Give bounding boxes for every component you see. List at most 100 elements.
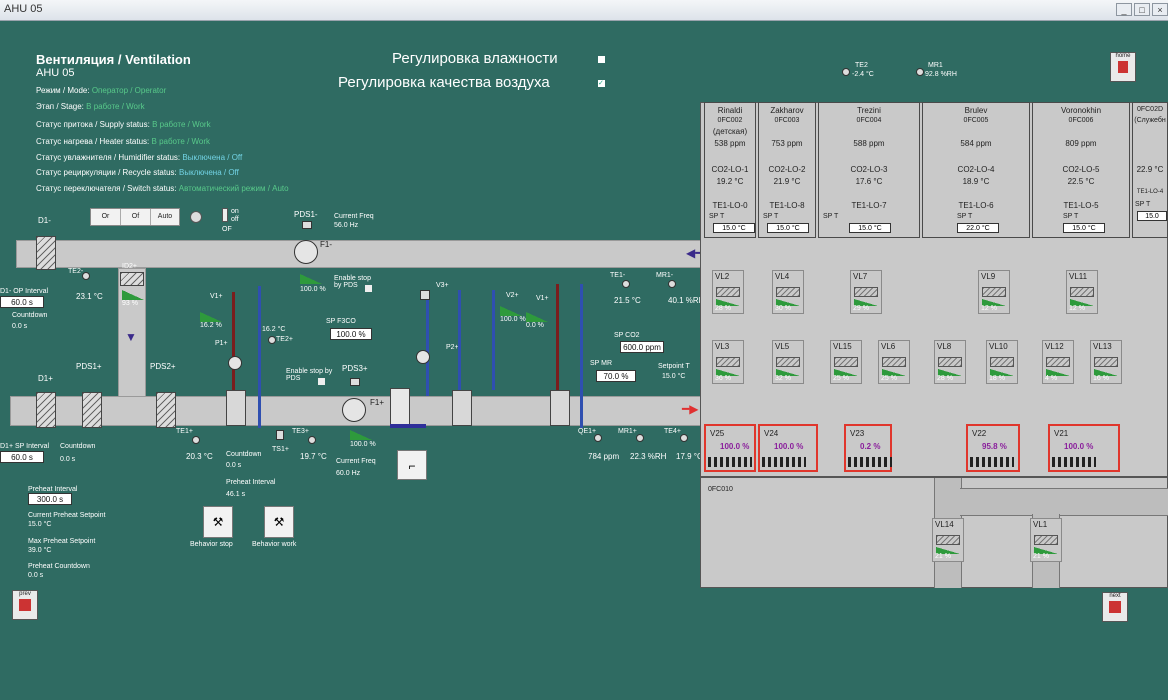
- exhaust-te1-sensor-icon: [622, 280, 630, 288]
- id2-damper-icon[interactable]: [120, 272, 144, 286]
- room-rinaldi[interactable]: Rinaldi 0FC002 (детская) 538 ppm CO2-LO-…: [704, 102, 756, 238]
- exhaust-freq-label: Current Freq: [334, 213, 374, 220]
- supply-te1-label: TE1+: [176, 428, 193, 435]
- next-nav-button[interactable]: next: [1102, 592, 1128, 622]
- mode-button-auto[interactable]: Auto: [151, 209, 179, 225]
- switch-state-label: OF: [222, 226, 232, 233]
- behavior-work-button[interactable]: ⚒: [264, 506, 294, 538]
- air-quality-control-checkbox[interactable]: ✓: [598, 80, 605, 87]
- vav-unit[interactable]: V21 100.0 %: [1048, 424, 1120, 472]
- gauge-icon[interactable]: [190, 211, 202, 223]
- exhaust-damper-icon[interactable]: [36, 236, 56, 270]
- reheater-coil-icon[interactable]: [550, 390, 570, 426]
- damper-level-icon: [716, 369, 740, 376]
- room-trezini[interactable]: Trezini 0FC004 588 ppm CO2-LO-3 17.6 °C …: [818, 102, 920, 238]
- on-off-switch[interactable]: [222, 208, 228, 222]
- supply-damper-icon[interactable]: [36, 392, 56, 428]
- exhaust-te2-label: TE2-: [68, 268, 84, 275]
- maximize-button[interactable]: □: [1134, 3, 1150, 16]
- exhaust-fan-icon[interactable]: [294, 240, 318, 264]
- room-service[interactable]: 0FC02D (Служебн 22.9 °C TE1-LO-4 SP T 15…: [1132, 102, 1168, 238]
- preheater-coil-icon[interactable]: [226, 390, 246, 426]
- damper-icon: [776, 287, 800, 297]
- room-code: 0FC006: [1068, 117, 1094, 124]
- preheat-interval-value[interactable]: 300.0 s: [28, 493, 72, 505]
- cooler-coil-icon[interactable]: [452, 390, 472, 426]
- room-brulev[interactable]: Brulev 0FC005 584 ppm CO2-LO-4 18.9 °C T…: [922, 102, 1030, 238]
- prev-nav-button[interactable]: prev: [12, 590, 38, 620]
- exhaust-enable-stop-checkbox[interactable]: [365, 285, 372, 292]
- room-voronokhin[interactable]: Voronokhin 0FC006 809 ppm CO2-LO-5 22.5 …: [1032, 102, 1130, 238]
- supply-enable-stop-checkbox[interactable]: [318, 378, 325, 385]
- humidifier-icon[interactable]: [390, 388, 410, 426]
- humidifier-faucet-icon[interactable]: ⌐: [397, 450, 427, 480]
- room-sp-value[interactable]: 15.0: [1137, 211, 1167, 221]
- room-sp-value[interactable]: 15.0 °C: [713, 223, 755, 233]
- room-sp-label: SP T: [709, 213, 725, 220]
- minimize-button[interactable]: _: [1116, 3, 1132, 16]
- exhaust-te2-value: 23.1 °C: [76, 292, 103, 301]
- reheater-pipe-hot: [556, 284, 559, 390]
- preheat-countdown-label: Preheat Countdown: [28, 563, 90, 570]
- sp-f3co-value[interactable]: 100.0 %: [330, 328, 372, 340]
- room-sp-value[interactable]: 15.0 °C: [767, 223, 809, 233]
- vav-name: V21: [1054, 429, 1069, 438]
- exhaust-temp-sensor-icon: [82, 272, 90, 280]
- damper-icon: [1046, 357, 1070, 367]
- sp-mr-value[interactable]: 70.0 %: [596, 370, 636, 382]
- v3-valve-icon[interactable]: [420, 290, 430, 300]
- mode-button-of[interactable]: Of: [121, 209, 151, 225]
- supply-interval-value[interactable]: 60.0 s: [0, 451, 44, 463]
- room-sp-value[interactable]: 15.0 °C: [1063, 223, 1105, 233]
- room-name: Trezini: [857, 106, 881, 115]
- room-sp-value[interactable]: 15.0 °C: [849, 223, 891, 233]
- te2-plus-sensor-icon: [268, 336, 276, 344]
- vav-value: 100.0 %: [1064, 442, 1094, 451]
- vl-name: VL2: [715, 272, 730, 281]
- p2-pump-icon[interactable]: [416, 350, 430, 364]
- behavior-stop-button[interactable]: ⚒: [203, 506, 233, 538]
- te2-plus-label: TE2+: [276, 336, 293, 343]
- p1-pump-icon[interactable]: [228, 356, 242, 370]
- room-sp-value[interactable]: 22.0 °C: [957, 223, 999, 233]
- supply-fan-icon[interactable]: [342, 398, 366, 422]
- status-label: Этап / Stage:: [36, 102, 84, 111]
- sp-co2-value[interactable]: 600.0 ppm: [620, 341, 664, 353]
- home-nav-button[interactable]: home: [1110, 52, 1136, 82]
- exhaust-interval-value[interactable]: 60.0 s: [0, 296, 44, 308]
- vl-percent: 28 %: [715, 305, 731, 312]
- sp-f3co-label: SP F3CO: [326, 318, 356, 325]
- vl-percent: 29 %: [853, 305, 869, 312]
- room-zakharov[interactable]: Zakharov 0FC003 753 ppm CO2-LO-2 21.9 °C…: [758, 102, 816, 238]
- humidity-control-checkbox[interactable]: [598, 56, 605, 63]
- supply-filter1-icon[interactable]: [82, 392, 102, 428]
- vl-damper[interactable]: VL2 28 %: [712, 270, 744, 314]
- vl-percent: 12 %: [1069, 305, 1085, 312]
- v1-value: 16.2 %: [200, 322, 222, 329]
- mode-button-or[interactable]: Or: [91, 209, 121, 225]
- v2-label: V2+: [506, 292, 519, 299]
- supply-freq-value: 60.0 Hz: [336, 470, 361, 477]
- damper-level-icon: [776, 299, 800, 306]
- close-button[interactable]: ×: [1152, 3, 1168, 16]
- supply-filter2-icon[interactable]: [156, 392, 176, 428]
- vl-name: VL15: [833, 342, 852, 351]
